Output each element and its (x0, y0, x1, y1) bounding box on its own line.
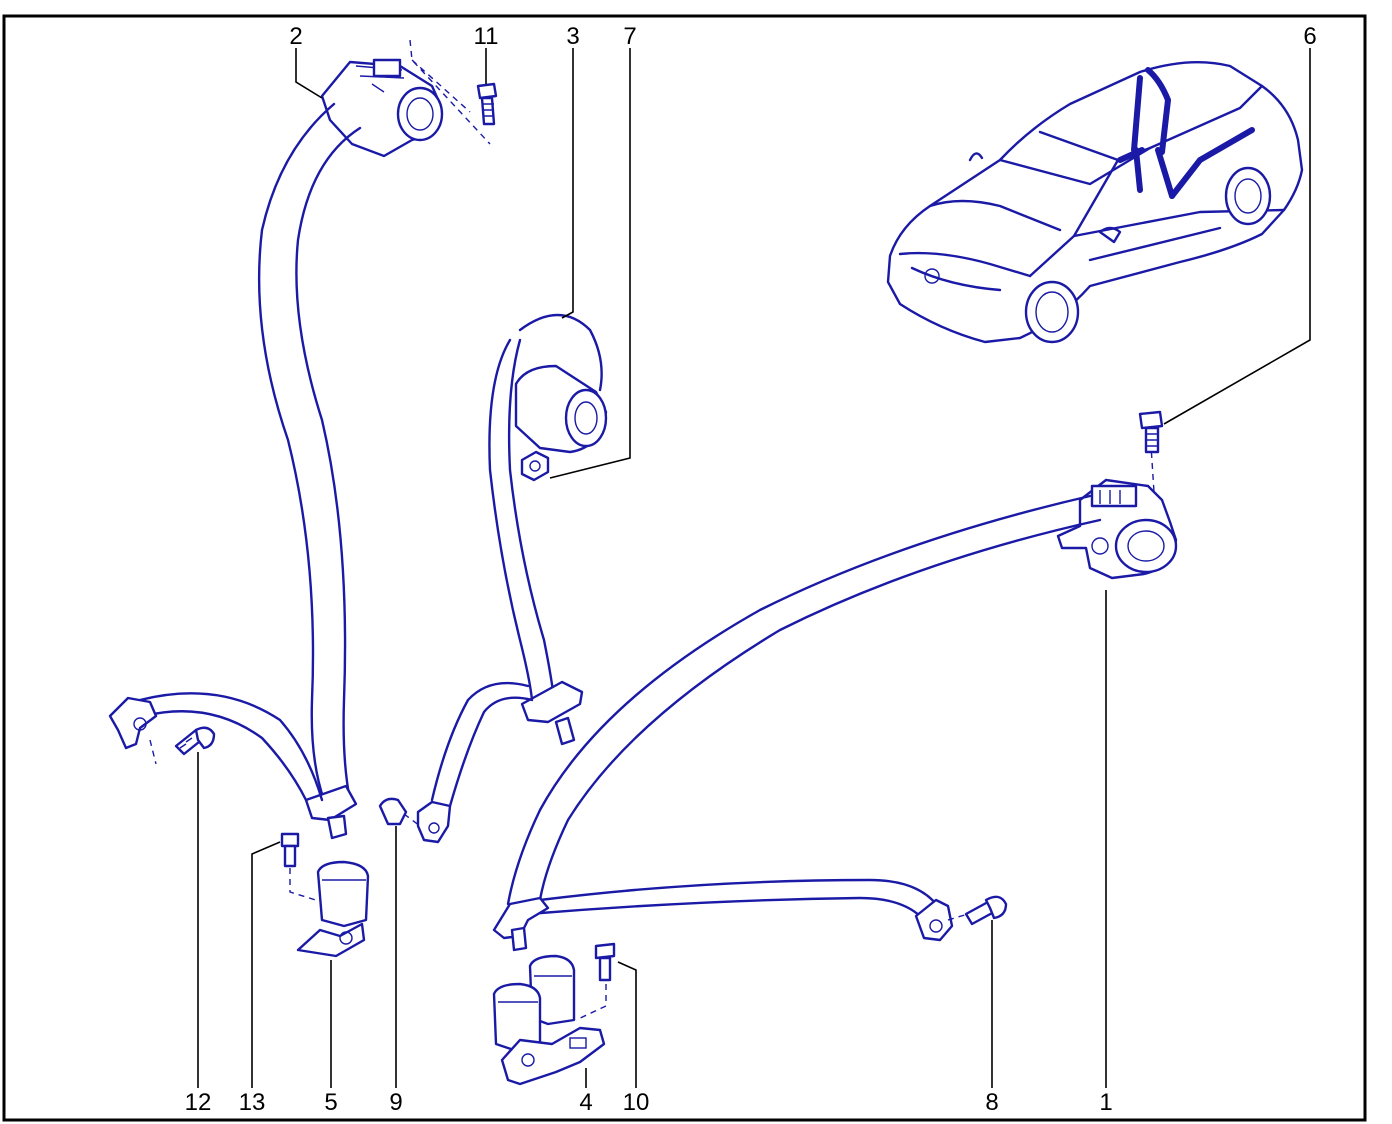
part-6-bolt (1138, 410, 1164, 454)
part-1-right-retractor (1056, 429, 1178, 580)
diagram-border (2, 14, 1367, 1122)
callout-4: 4 (579, 1089, 592, 1116)
part-12-bolt (174, 726, 216, 756)
callout-1: 1 (1099, 1089, 1112, 1116)
callout-10: 10 (623, 1089, 650, 1116)
part-13-bolt (280, 832, 323, 903)
callout-6: 6 (1303, 23, 1316, 50)
callout-3: 3 (566, 23, 579, 50)
part-5-buckle (296, 860, 370, 958)
callout-9: 9 (389, 1089, 402, 1116)
callout-13: 13 (239, 1089, 266, 1116)
part-10-bolt (575, 942, 616, 1021)
callout-7: 7 (623, 23, 636, 50)
part-8-bolt (964, 895, 1008, 926)
callout-11: 11 (474, 23, 499, 50)
callout-5: 5 (324, 1089, 337, 1116)
callout-12: 12 (185, 1089, 212, 1116)
lap-belt-left (108, 692, 324, 802)
part-11-bolt (476, 82, 498, 126)
part-3-belt-lower (416, 680, 584, 844)
part-9-nut (378, 797, 421, 827)
vehicle-illustration (886, 60, 1304, 344)
leader-lines (197, 48, 1311, 1088)
part-3-centre-retractor (488, 313, 608, 702)
part-4-double-buckle (492, 954, 606, 1086)
callout-8: 8 (985, 1089, 998, 1116)
part-1-belt-webbing (492, 494, 1102, 952)
part-2-belt-webbing (257, 102, 362, 840)
callout-2: 2 (289, 23, 302, 50)
part-7-nut (520, 450, 550, 482)
